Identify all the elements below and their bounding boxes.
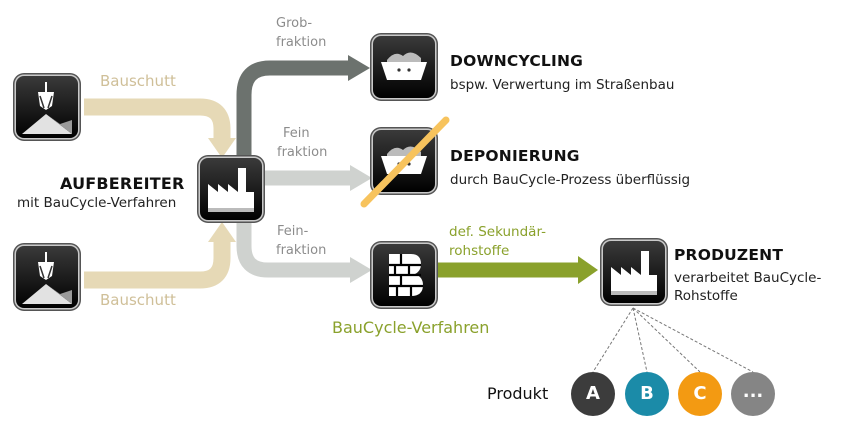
arrow-head-feinfraktion (350, 165, 372, 191)
feinfraktion-label-1: Fein (283, 126, 310, 141)
excavator-icon-bottom (16, 246, 78, 308)
grobfraktion-label-2: fraktion (276, 35, 327, 50)
arrow-bauschutt-bottom (84, 240, 231, 289)
container-icon-downcycling (373, 36, 435, 98)
factory-icon-produzent (603, 241, 665, 303)
produzent-title: PRODUZENT (674, 246, 784, 264)
product-connectors (592, 307, 754, 373)
sekundaerrohstoffe-label-2: rohstoffe (449, 243, 510, 259)
feinfraktion2-label-2: fraktion (276, 243, 327, 258)
product-more-label: ... (742, 381, 764, 402)
excavator-icon-top (16, 76, 78, 138)
product-a: A (571, 372, 615, 416)
product-b: B (625, 372, 669, 416)
product-more: ... (731, 372, 775, 416)
arrow-head-bauschutt-bottom (208, 222, 236, 242)
baucycle-label: BauCycle-Verfahren (332, 318, 490, 337)
feinfraktion2-label-1: Fein- (277, 224, 309, 239)
arrow-head-feinfraktion-2 (350, 257, 372, 283)
bauschutt-label-top: Bauschutt (100, 72, 176, 90)
aufbereiter-title: AUFBEREITER (60, 174, 185, 193)
deponierung-subtitle: durch BauCycle-Prozess überflüssig (450, 172, 691, 188)
deponierung-title: DEPONIERUNG (450, 147, 580, 165)
produkt-label: Produkt (487, 384, 549, 403)
container-icon-deponierung (373, 130, 435, 192)
product-c-label: C (693, 383, 707, 404)
downcycling-subtitle: bspw. Verwertung im Straßenbau (450, 77, 675, 93)
product-a-label: A (586, 383, 600, 404)
product-b-label: B (640, 383, 654, 404)
factory-icon-aufbereiter (200, 158, 262, 220)
arrow-head-bauschutt-top (208, 138, 236, 158)
grobfraktion-label-1: Grob- (276, 16, 313, 31)
arrow-feinfraktion-2 (236, 222, 352, 278)
produzent-subtitle-1: verarbeitet BauCycle- (674, 270, 822, 286)
arrow-bauschutt-top (84, 98, 231, 140)
product-c: C (678, 372, 722, 416)
aufbereiter-subtitle: mit BauCycle-Verfahren (17, 195, 177, 211)
arrow-grobfraktion (236, 60, 350, 158)
baucycle-logo-icon (373, 244, 435, 306)
bauschutt-label-bottom: Bauschutt (100, 291, 176, 309)
produzent-subtitle-2: Rohstoffe (674, 288, 738, 304)
downcycling-title: DOWNCYCLING (450, 52, 584, 70)
arrow-head-grobfraktion (348, 55, 370, 81)
feinfraktion-label-2: fraktion (277, 145, 328, 160)
sekundaerrohstoffe-label-1: def. Sekundär- (449, 224, 547, 240)
arrow-head-sekundaerrohstoffe (578, 256, 598, 284)
